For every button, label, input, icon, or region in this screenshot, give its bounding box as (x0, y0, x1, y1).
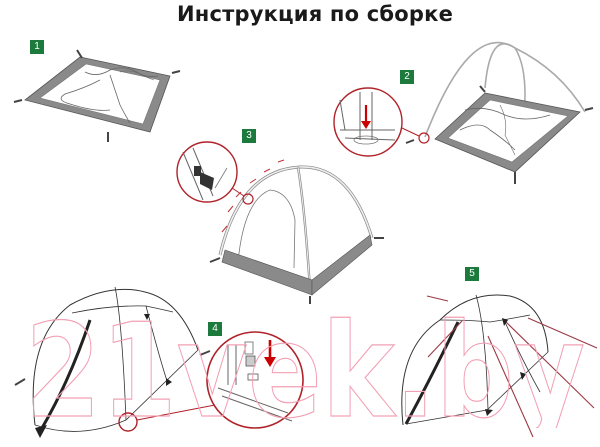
step2-frame-illustration (333, 41, 594, 184)
step-badge-4: 4 (208, 322, 222, 336)
step3-inner-tent-illustration (176, 141, 384, 304)
step5-guyline-illustration (401, 294, 598, 438)
step-badge-1: 1 (30, 40, 44, 54)
step1-floor-illustration (13, 49, 181, 142)
step-badge-2: 2 (400, 70, 414, 84)
page-title: Инструкция по сборке (176, 2, 454, 26)
step-badge-3: 3 (242, 129, 256, 143)
step-badge-5: 5 (465, 267, 479, 281)
step4-flysheet-illustration (14, 286, 304, 438)
